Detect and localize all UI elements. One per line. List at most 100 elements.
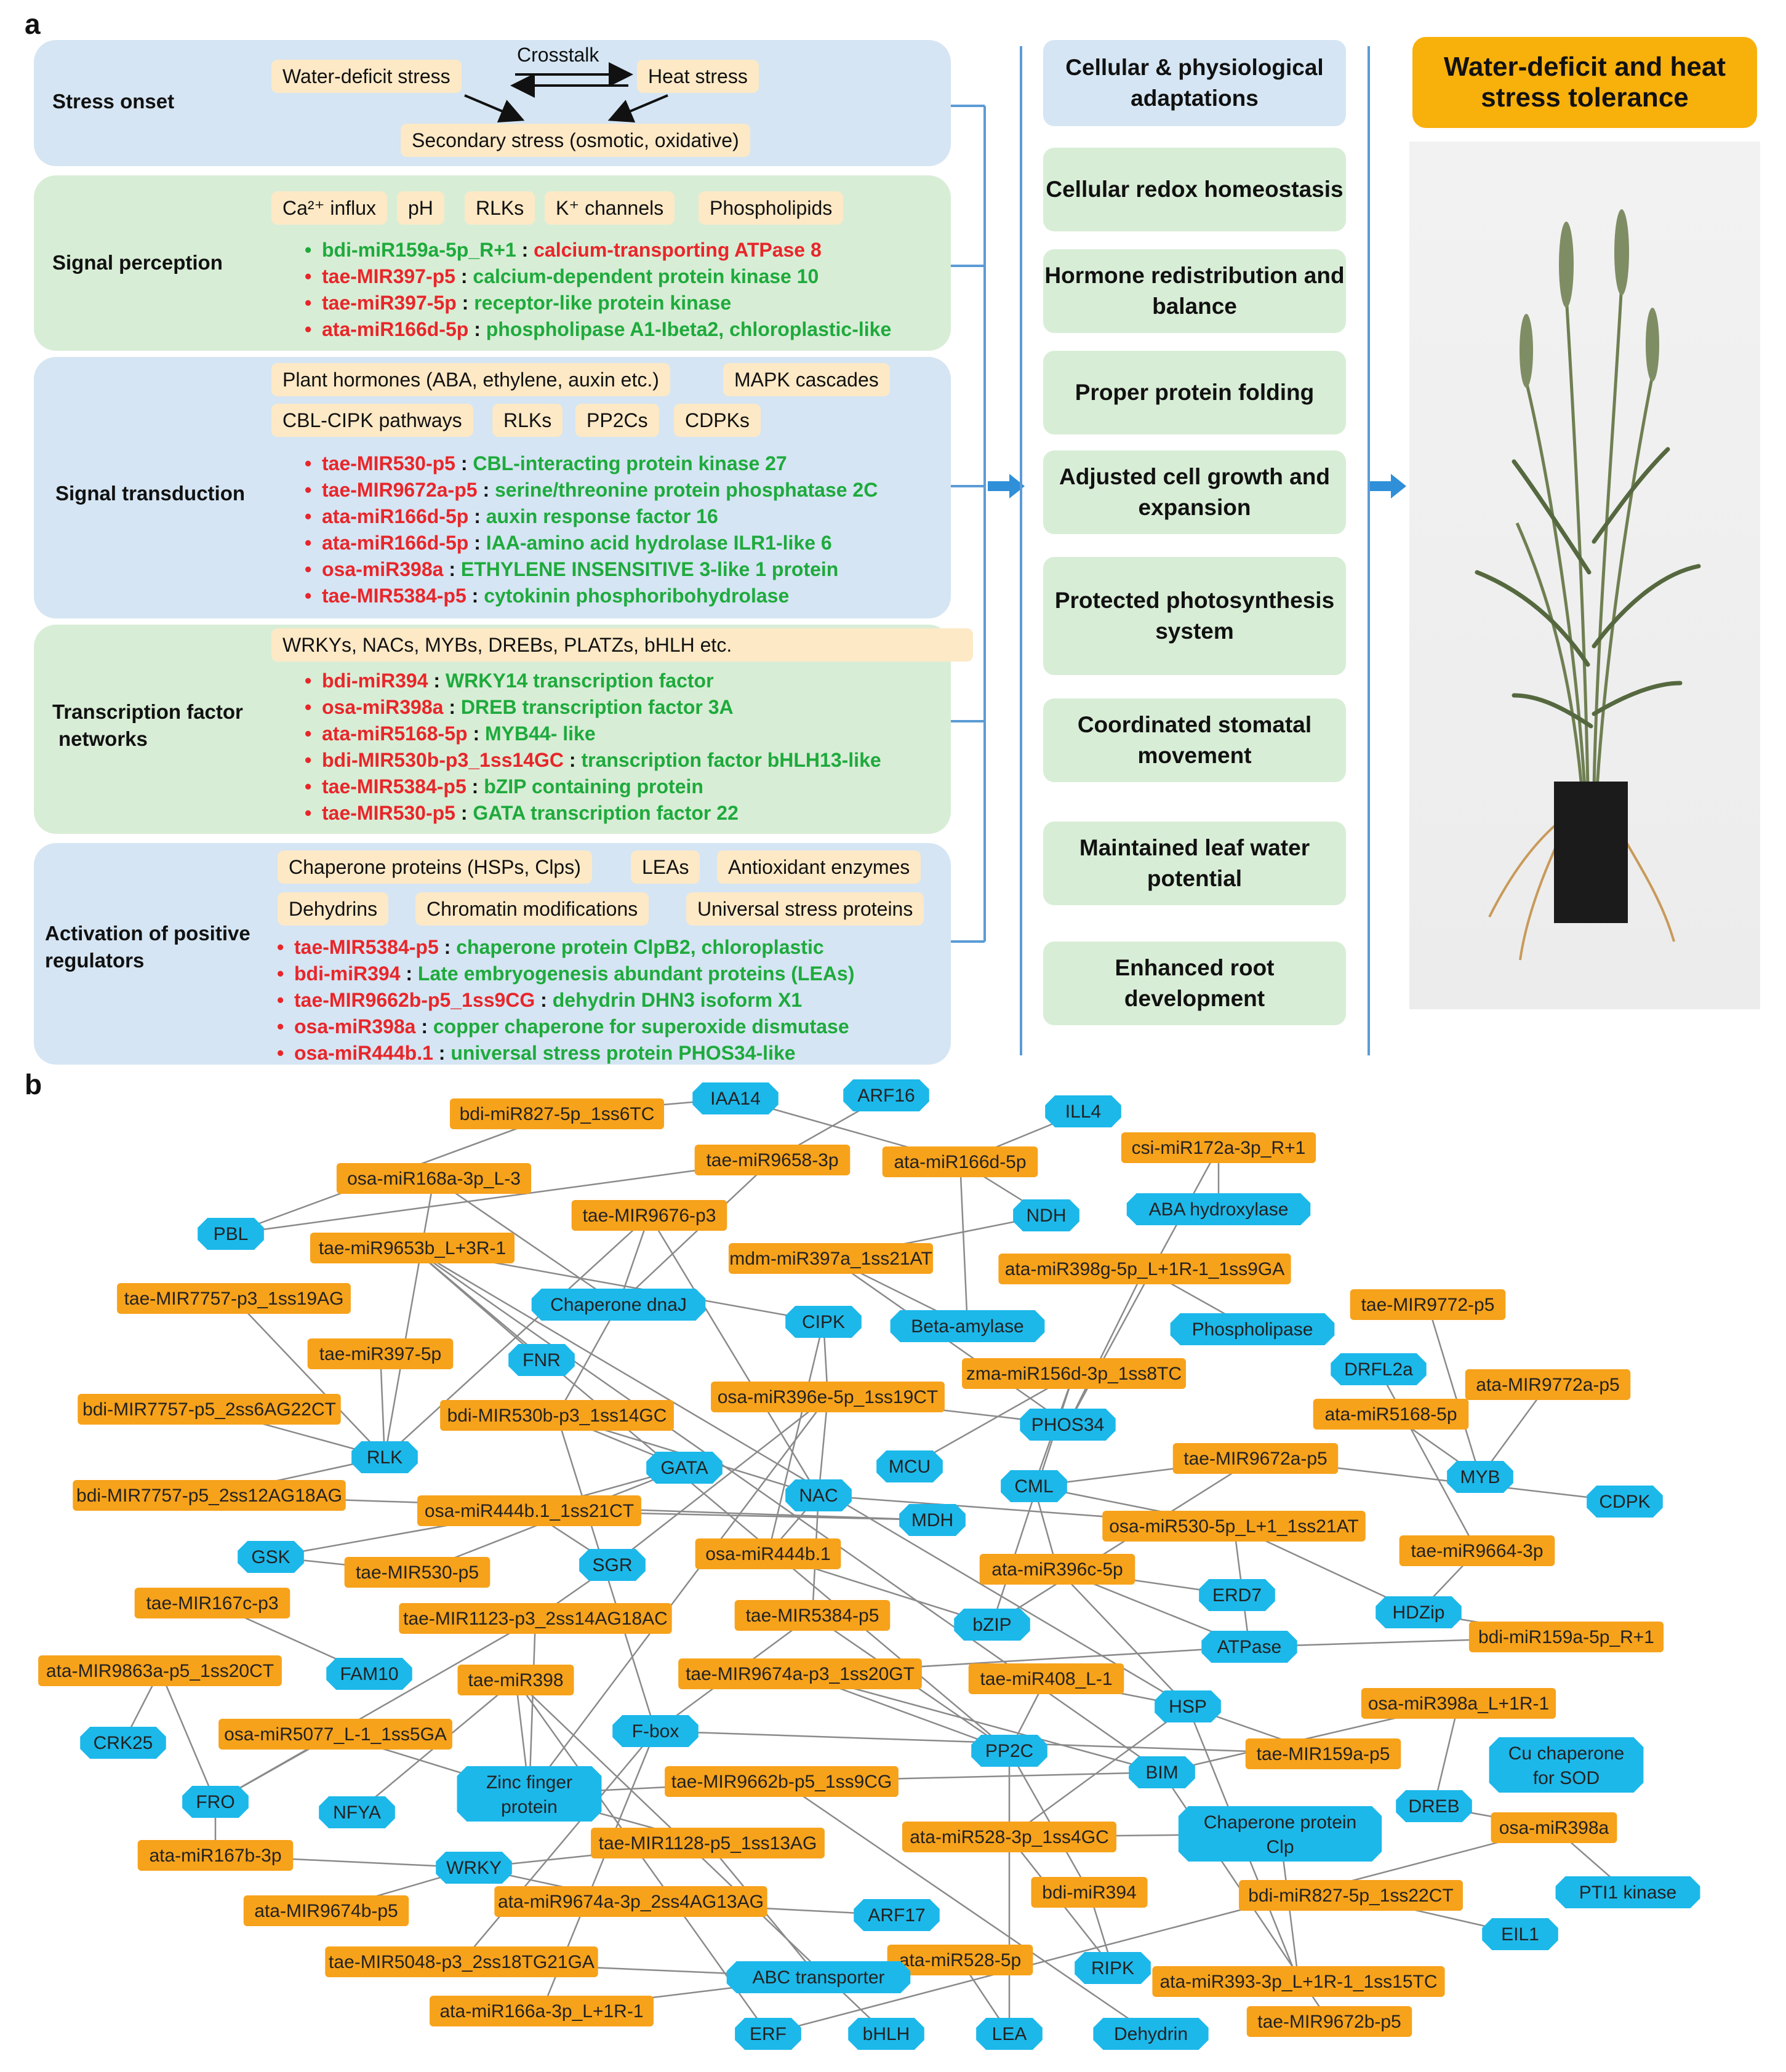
mirna-node-label: csi-miR172a-3p_R+1 [1132,1138,1306,1158]
mirna-target-item: •osa-miR398a : copper chaperone for supe… [277,1015,849,1038]
mirna-node: bdi-miR827-5p_1ss22CT [1239,1880,1463,1911]
section-title: Stress onset [52,90,175,113]
target-node-label: HDZip [1392,1602,1444,1623]
mirna-target-item: •tae-MIR5384-p5 : chaperone protein ClpB… [277,936,824,958]
target-node: GATA [646,1452,723,1484]
mirna-target-item: •tae-MIR530-p5 : GATA transcription fact… [305,802,739,824]
chip: RLKs [492,404,563,437]
mirna-node: tae-miR398 [457,1665,574,1695]
mirna-node: zma-miR156d-3p_1ss8TC [962,1358,1186,1389]
target-node-label: NAC [799,1486,838,1506]
mirna-node-label: ata-miR9674a-3p_2ss4AG13AG [498,1892,764,1912]
mirna-node: bdi-MIR530b-p3_1ss14GC [440,1400,674,1431]
section-title: Activation of positive regulators [45,920,250,974]
mirna-node-label: osa-miR398a_L+1R-1 [1368,1694,1549,1714]
mirna-node: bdi-miR827-5p_1ss6TC [450,1098,664,1129]
mirna-node: tae-MIR9672a-p5 [1172,1443,1339,1474]
mirna-node-label: ata-miR166a-3p_L+1R-1 [439,2001,643,2022]
network-edge [1377,1369,1478,1551]
section-title-line1: Activation of positive [45,922,250,945]
target-node-label: SGR [592,1555,632,1575]
mirna-node: bdi-miR394 [1031,1877,1148,1908]
mirna-node: tae-MIR530-p5 [344,1557,491,1588]
mirna-node-label: tae-MIR9672b-p5 [1257,2012,1401,2032]
network-edge [909,1372,1075,1468]
target-node-label: Cu chaperone [1508,1743,1624,1764]
mirna-node: tae-miR9653b_L+3R-1 [310,1233,515,1263]
section-title: Transcription factor networks [52,698,243,753]
target-node-label: ARF16 [857,1086,915,1106]
divider-right [1368,46,1370,1055]
mirna-node: osa-miR530-5p_L+1_1ss21AT [1102,1511,1366,1542]
target-node: GSK [238,1541,304,1573]
mirna-node: bdi-miR159a-5p_R+1 [1468,1622,1664,1652]
mirna-node: ata-miR528-5p [887,1945,1033,1975]
chip: LEAs [631,850,700,884]
network-edge [383,1178,435,1458]
network-edge [412,1247,1188,1708]
target-node: ARF16 [843,1079,929,1111]
target-node: MCU [876,1450,943,1482]
mirna-node: ata-miR166a-3p_L+1R-1 [430,1996,654,2026]
panel-b-label: b [25,1068,42,1100]
mirna-node-label: ata-miR528-5p [899,1950,1021,1970]
target-node: ERD7 [1199,1579,1275,1611]
section-title: Signal transduction [55,482,246,505]
target-node-label: Dehydrin [1114,2024,1188,2044]
chip: pH [397,191,444,225]
plant-pot [1554,782,1628,923]
target-node-label: F-box [632,1721,679,1742]
chip: K⁺ channels [545,191,675,225]
mirna-node: tae-MIR9672b-p5 [1246,2006,1412,2037]
mirna-node-label: tae-MIR5048-p3_2ss18TG21GA [329,1952,595,1972]
target-node-label: MDH [911,1510,953,1530]
target-node: ATPase [1201,1631,1297,1663]
outcome-box: Cellular & physiological adaptations [1043,40,1346,126]
mirna-node-label: tae-MIR9674a-p3_1ss20GT [686,1664,915,1684]
network-edge [1433,1703,1460,1807]
mirna-node-label: osa-miR444b.1_1ss21CT [425,1501,634,1521]
mirna-node-label: bdi-MIR530b-p3_1ss14GC [447,1406,667,1426]
mirna-node: osa-miR5077_L-1_1ss5GA [218,1719,452,1750]
mirna-target-item: •tae-MIR5384-p5 : cytokinin phosphoriboh… [305,585,790,607]
target-node: DRFL2a [1331,1353,1427,1385]
mirna-node-label: tae-MIR1128-p5_1ss13AG [599,1833,817,1854]
mirna-node-label: ata-MIR9674b-p5 [254,1901,398,1921]
mirna-node-label: tae-miR408_L-1 [980,1669,1112,1689]
mirna-node-label: ata-miR167b-3p [149,1846,281,1866]
target-node: ARF17 [854,1899,940,1931]
target-node: ERF [735,2018,801,2050]
mirna-node-label: zma-miR156d-3p_1ss8TC [966,1364,1182,1384]
target-node-label: EIL1 [1501,1924,1539,1945]
chip: Universal stress proteins [686,892,924,926]
panel-a-label: a [25,8,41,40]
mirna-node-label: tae-MIR9662b-p5_1ss9CG [671,1772,892,1792]
mirna-node-label: tae-MIR159a-p5 [1257,1744,1390,1764]
mirna-node: ata-miR5168-5p [1313,1399,1469,1430]
mirna-node-label: tae-miR397-5p [319,1344,441,1364]
target-node-label: HSP [1169,1697,1207,1717]
section-transcription-factor: Transcription factor networks WRKYs, NAC… [34,625,973,834]
target-node-label: bHLH [863,2024,910,2044]
network-edge [233,1298,385,1458]
target-node: EIL1 [1482,1918,1558,1950]
mirna-node-label: tae-MIR9772-p5 [1361,1295,1495,1315]
mirna-target-item: •tae-MIR397-p5 : calcium-dependent prote… [305,265,819,287]
target-node: HDZip [1376,1596,1462,1628]
mirna-node-label: tae-MIR1123-p3_2ss14AG18AC [403,1609,668,1629]
target-node-label: DREB [1408,1796,1459,1817]
mirna-node: tae-MIR9772-p5 [1350,1289,1506,1320]
target-node-label: GATA [660,1458,708,1478]
target-node-label: Chaperone dnaJ [550,1295,687,1315]
mirna-node: tae-MIR9676-p3 [571,1200,727,1231]
target-node-label: FNR [523,1350,561,1370]
outcome-box: Maintained leaf water potential [1043,822,1346,905]
mirna-node-label: bdi-miR159a-5p_R+1 [1478,1627,1654,1647]
target-node-label: Clp [1266,1837,1294,1857]
mirna-node: osa-miR168a-3p_L-3 [336,1163,532,1194]
chip: CBL-CIPK pathways [271,404,473,437]
target-node-label: MCU [889,1457,931,1477]
target-node: Chaperone dnaJ [531,1289,706,1321]
target-node: bZIP [954,1609,1030,1641]
target-node-label: for SOD [1533,1768,1600,1788]
